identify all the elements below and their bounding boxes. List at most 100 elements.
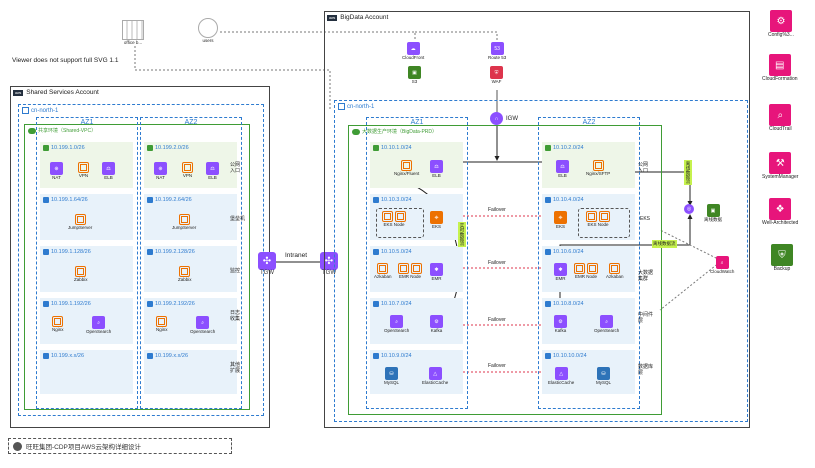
nginx-sftp-glyph: [592, 160, 604, 171]
lock-icon: [43, 301, 49, 307]
office-building-shape: [122, 20, 144, 40]
emr-label: EMR: [555, 276, 566, 281]
subnet-cidr: 10.10.2.0/24: [553, 145, 584, 151]
lock-icon: [373, 301, 379, 307]
subnet-cidr: 10.10.1.0/24: [381, 145, 412, 151]
kafka-icon: ⚙Kafka: [554, 315, 567, 333]
bigdata-az1-title: AZ1: [410, 119, 424, 126]
subnet-label: 10.10.1.0/24: [373, 145, 412, 151]
users-label: users: [202, 38, 214, 43]
bigdata-side-label-database: 数据库 层: [638, 364, 654, 376]
azkaban-icon: Azkaban: [606, 263, 624, 279]
lock-icon: [43, 353, 49, 359]
ec2-glyph: [587, 263, 598, 274]
nginx-label: Nginx: [156, 327, 168, 332]
nat-label: NAT: [52, 175, 61, 180]
nat-icon: ⊕NAT: [154, 162, 167, 180]
lock-icon: [147, 353, 153, 359]
eks-node-label: EKS Node: [383, 222, 405, 227]
mysql-icon: ⛁MySQL: [384, 367, 399, 385]
footer-title: 旺旺集团-CDP项目AWS云架构详细设计: [26, 444, 141, 451]
subnet-cidr: 10.199.x.x/26: [51, 353, 85, 359]
legend-cloudformation: ▤CloudFormation: [762, 54, 798, 82]
azkaban-label: Azkaban: [606, 274, 624, 279]
bigdata-region-box: [334, 100, 748, 422]
aws-logo-icon: aws: [13, 89, 24, 96]
elb-glyph: ⚖: [206, 162, 219, 175]
users-shape: [198, 18, 218, 38]
tgw-left-label: TGW: [260, 270, 274, 276]
mysql-label: MySQL: [384, 380, 400, 385]
offline-data-glyph: ▣: [706, 204, 720, 217]
opensearch-icon: ⌕OpenSearch: [594, 315, 619, 333]
office-building-icon: office b...: [122, 20, 144, 45]
zabbix-label: Zabbix: [178, 277, 192, 282]
offline-stream-tag-bottom: 离线数据流: [652, 240, 677, 248]
subnet-cidr: 10.199.2.128/26: [155, 249, 195, 255]
lock-icon: [373, 145, 379, 151]
legend-well-architected: ❖Well-Architected: [762, 198, 798, 226]
bigdata-vpc-box: [348, 125, 662, 415]
bigdata-az2-subnet-2: 10.10.4.0/24 ⎈EKS EKS Node: [542, 194, 635, 240]
bigdata-side-label-eks: EKS: [640, 216, 651, 222]
well-architected-icon: ❖: [769, 198, 792, 220]
vpc-cloud-icon: [28, 127, 36, 134]
tgw-left: ✣TGW: [258, 252, 276, 276]
emr-label: EMR: [431, 276, 442, 281]
vpn-glyph: [182, 162, 193, 173]
bigdata-region-label: cn-north-1: [338, 103, 374, 110]
subnet-cidr: 10.199.1.128/26: [51, 249, 91, 255]
nginx-fluent-glyph: [401, 160, 413, 171]
region-flag-icon: [22, 107, 29, 114]
eks-label: EKS: [555, 224, 565, 229]
tgw-left-icon: ✣: [258, 252, 276, 270]
shared-az1-subnet-1: 10.199.1.0/26 ⊕NAT VPN ⚖ELB: [40, 142, 133, 188]
subnet-label: 10.199.2.0/26: [147, 145, 189, 151]
subnet-label: 10.199.1.0/26: [43, 145, 85, 151]
shared-az2-subnet-2: 10.199.2.64/26 JumpServer: [144, 194, 237, 240]
bigdata-az1-subnet-1: 10.10.1.0/24 Nginx/Fluent ⚖ELB: [370, 142, 463, 188]
bigdata-vpc-text: 大数据生产环境（BigData-PRD）: [362, 129, 438, 135]
shared-side-label-monitor: 监控: [230, 268, 241, 274]
zabbix-glyph: [75, 266, 87, 277]
subnet-label: 10.10.2.0/24: [545, 145, 584, 151]
lock-icon: [373, 353, 379, 359]
subnet-label: 10.10.5.0/24: [373, 249, 412, 255]
office-label: office b...: [123, 40, 143, 45]
elasticache-icon: △ElasticCache: [548, 367, 574, 385]
igw-label: IGW: [506, 115, 518, 122]
elb-icon: ⚖ELB: [556, 160, 569, 178]
opensearch-icon: ⌕OpenSearch: [384, 315, 409, 333]
subnet-label: 10.199.2.128/26: [147, 249, 195, 255]
lock-icon: [545, 353, 551, 359]
jumpserver-glyph: [74, 214, 86, 225]
emr-node-label: EMR Node: [398, 274, 421, 279]
ec2-glyph: [574, 263, 585, 274]
mysql-label: MySQL: [596, 380, 612, 385]
vpn-glyph: [78, 162, 89, 173]
lock-icon: [373, 249, 379, 255]
nginx-fluent-label: Nginx/Fluent: [394, 171, 420, 176]
elasticache-glyph: △: [554, 367, 568, 380]
nginx-glyph: [52, 316, 64, 327]
bigdata-vpc-label: 大数据生产环境（BigData-PRD）: [352, 128, 437, 135]
shared-side-label-other: 其他 扩展: [230, 362, 241, 374]
users-icon: users: [198, 18, 218, 43]
ec2-glyph: [411, 263, 422, 274]
kafka-glyph: ⚙: [430, 315, 443, 328]
failover-label-kafka: Failover: [488, 317, 506, 323]
route53-glyph: 53: [490, 42, 504, 55]
offline-data-label: 离线数据: [704, 217, 722, 222]
nginx-label: Nginx: [52, 327, 64, 332]
lock-icon: [43, 197, 49, 203]
shared-az2-title: AZ2: [184, 119, 198, 126]
vpn-label: VPN: [182, 173, 193, 178]
zabbix-glyph: [179, 266, 191, 277]
lock-icon: [43, 145, 49, 151]
shared-region-text: cn-north-1: [31, 107, 59, 114]
waf-icon: ⛨WAF: [490, 66, 503, 84]
subnet-label: 10.10.7.0/24: [373, 301, 412, 307]
zabbix-label: Zabbix: [74, 277, 88, 282]
azkaban-label: Azkaban: [374, 274, 392, 279]
